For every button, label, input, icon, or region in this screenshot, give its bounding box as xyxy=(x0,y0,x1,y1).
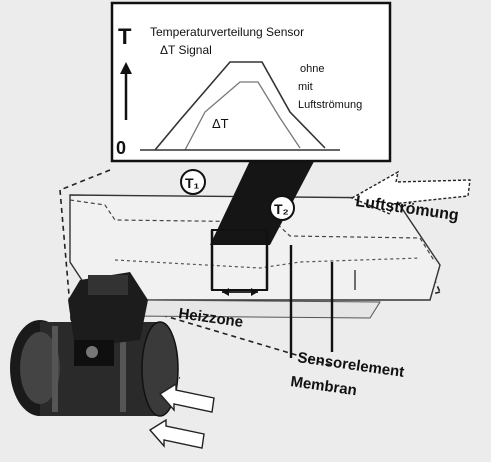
conductor-strip xyxy=(210,150,320,245)
heizzone-box xyxy=(210,229,269,296)
airflow-arrow-icon xyxy=(350,170,471,215)
connector-pins xyxy=(148,382,215,449)
t2-marker: T₂ xyxy=(269,195,295,221)
inset-label-luftstromung: Luftströmung xyxy=(298,99,362,111)
sensor-inlet xyxy=(20,332,60,404)
t2-label: T₂ xyxy=(274,201,289,217)
inset-chart xyxy=(110,1,392,163)
temp-curve-outer xyxy=(154,61,326,151)
inset-title-line1: Temperaturverteilung Sensor xyxy=(150,25,304,39)
inset-label-delta-t: ΔT xyxy=(212,116,229,131)
inset-axis-t: T xyxy=(118,24,132,49)
inset-title-line2: ΔT Signal xyxy=(160,43,212,57)
inset-label-mit: mit xyxy=(298,81,313,93)
sensor-carrier xyxy=(69,194,441,319)
air-mass-sensor-device xyxy=(10,272,215,449)
inset-label-ohne: ohne xyxy=(300,63,324,75)
arrow-up-icon-head xyxy=(120,62,132,74)
temp-curve-inner xyxy=(184,81,301,151)
t1-marker: T₁ xyxy=(180,169,206,195)
inset-axis-zero: 0 xyxy=(116,138,126,158)
t1-label: T₁ xyxy=(185,175,200,191)
